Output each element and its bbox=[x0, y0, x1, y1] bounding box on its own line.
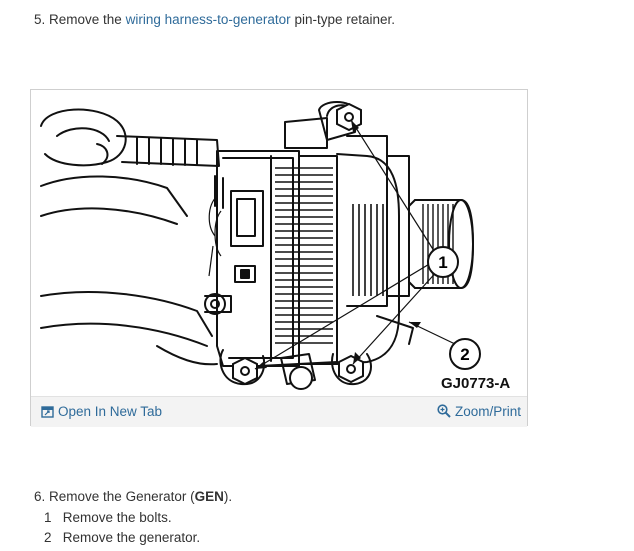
substep-item: 1 Remove the bolts. bbox=[44, 510, 172, 525]
step-5-instruction: 5. Remove the wiring harness-to-generato… bbox=[34, 12, 395, 27]
wiring-harness-link[interactable]: wiring harness-to-generator bbox=[125, 12, 291, 27]
step-text-end: pin-type retainer. bbox=[294, 12, 396, 27]
step-6-instruction: 6. Remove the Generator (GEN). bbox=[34, 489, 232, 504]
substep-item: 2 Remove the generator. bbox=[44, 530, 200, 545]
substep-number: 1 bbox=[44, 510, 52, 525]
substep-text: Remove the generator. bbox=[62, 530, 201, 545]
zoom-print-button[interactable]: Zoom/Print bbox=[437, 404, 521, 419]
callout-1: 1 bbox=[438, 253, 447, 272]
gen-abbreviation: GEN bbox=[194, 489, 224, 504]
substep-text: Remove the bolts. bbox=[62, 510, 172, 525]
step-text-end: ). bbox=[223, 489, 233, 504]
open-in-new-tab-label: Open In New Tab bbox=[58, 404, 163, 419]
step-text: Remove the Generator ( bbox=[49, 489, 195, 504]
zoom-print-label: Zoom/Print bbox=[454, 404, 521, 419]
figure-container: 1 2 GJ0773-A Open In New Tab Zoom/Print bbox=[30, 89, 528, 427]
callout-2: 2 bbox=[460, 345, 469, 364]
step-number: 5. bbox=[34, 12, 46, 27]
step-number: 6. bbox=[34, 489, 46, 504]
new-tab-icon bbox=[41, 406, 54, 418]
step-text: Remove the bbox=[49, 12, 122, 27]
magnifier-icon bbox=[437, 404, 451, 418]
figure-code: GJ0773-A bbox=[441, 375, 510, 392]
open-in-new-tab-button[interactable]: Open In New Tab bbox=[41, 404, 162, 419]
figure-toolbar: Open In New Tab Zoom/Print bbox=[31, 396, 527, 427]
generator-diagram[interactable]: 1 2 GJ0773-A bbox=[37, 96, 521, 392]
substep-number: 2 bbox=[44, 530, 52, 545]
